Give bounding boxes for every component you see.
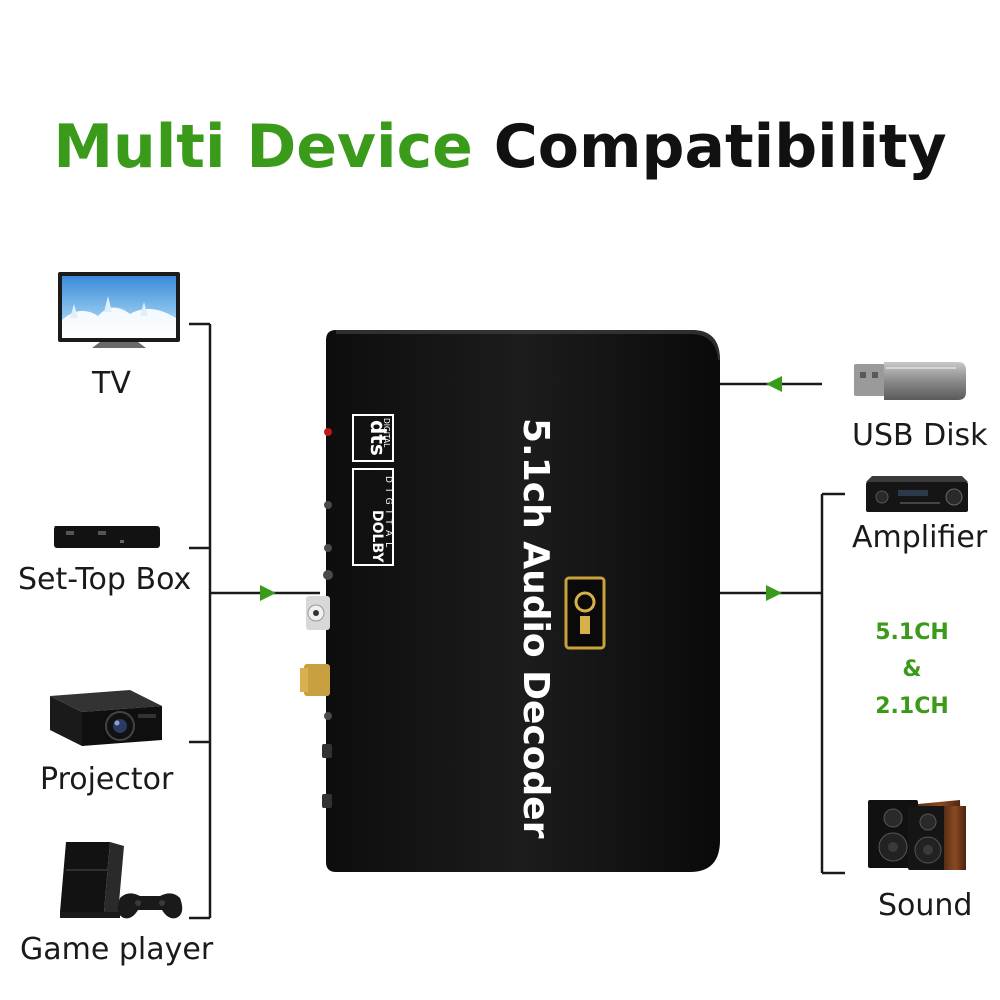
device-name: 5.1ch Audio Decoder xyxy=(515,418,556,839)
game-console-icon xyxy=(60,842,183,919)
label-tv: TV xyxy=(92,366,131,401)
output-arrow xyxy=(766,585,782,601)
channel-note-line3: 2.1CH xyxy=(875,694,949,719)
label-game-player: Game player xyxy=(20,932,214,967)
dts-logo-text: dts xyxy=(366,420,390,456)
channel-note: 5.1CH & 2.1CH xyxy=(832,614,992,725)
tv-icon xyxy=(58,272,180,348)
dolby-logo xyxy=(352,468,394,566)
channel-note-line1: 5.1CH xyxy=(875,620,949,645)
set-top-box-icon xyxy=(54,526,160,548)
amplifier-icon xyxy=(866,476,968,512)
label-set-top-box: Set-Top Box xyxy=(18,562,192,597)
title-highlight: Multi Device xyxy=(53,112,473,182)
left-bracket xyxy=(189,322,320,920)
dts-sub-text: DIGITAL xyxy=(382,418,391,448)
label-amplifier: Amplifier xyxy=(852,520,988,555)
projector-icon xyxy=(50,690,162,746)
usb-disk-icon xyxy=(854,362,966,400)
dolby-sub-text: DIGITAL xyxy=(383,476,393,553)
decoder-device xyxy=(300,330,720,872)
page-title: Multi Device Compatibility xyxy=(0,112,1000,182)
speaker-icon xyxy=(868,800,966,870)
label-projector: Projector xyxy=(40,762,174,797)
dts-logo xyxy=(352,414,394,462)
label-usb-disk: USB Disk xyxy=(852,418,988,453)
label-sound: Sound xyxy=(878,888,973,923)
dolby-logo-text: DOLBY xyxy=(369,510,385,563)
input-arrow xyxy=(260,585,276,601)
channel-note-line2: & xyxy=(902,657,922,682)
usb-arrow xyxy=(766,376,782,392)
right-bracket xyxy=(718,382,845,875)
title-rest: Compatibility xyxy=(493,112,947,182)
